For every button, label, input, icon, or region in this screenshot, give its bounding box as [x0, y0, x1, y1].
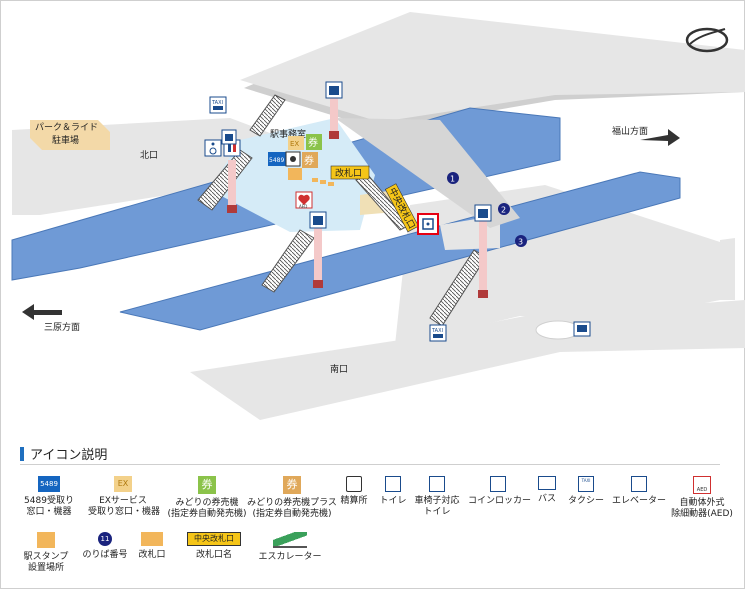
svg-text:3: 3: [518, 238, 523, 247]
jr-logo-icon: [685, 27, 729, 53]
south-exit-label: 南口: [330, 363, 348, 375]
fukuyama-label: 福山方面: [612, 125, 648, 137]
escalator-icon: [273, 532, 307, 548]
svg-text:5489: 5489: [269, 157, 284, 164]
platform-2-3: [119, 171, 681, 331]
bus-icon: [573, 321, 591, 337]
ticket-gate-icon: [141, 532, 163, 546]
fare-adjustment-icon: [346, 476, 362, 492]
elevator-base-2: [313, 280, 323, 288]
stairs-north-2: [249, 94, 286, 137]
svg-text:EX: EX: [290, 140, 299, 148]
roundabout: [535, 320, 581, 340]
elevator-icon: [474, 204, 492, 222]
parking-label: 駐車場: [52, 134, 79, 146]
ticket-office-5489-icon: 5489: [268, 152, 286, 166]
station-stamp-icon: [288, 168, 302, 180]
fare-adjustment-icon: [285, 151, 301, 167]
legend-item-bus: バス: [530, 476, 564, 505]
elevator-shaft-2: [314, 225, 322, 285]
legend-item-wheelchair-toilet: 車椅子対応 トイレ: [410, 476, 464, 518]
park-ride-lot: [30, 120, 110, 150]
legend-item-elevator: エレベーター: [610, 476, 668, 507]
svg-text:1: 1: [450, 175, 455, 184]
ticket-gate-label: 改札口: [335, 167, 362, 179]
svg-text:TAXI: TAXI: [211, 100, 223, 106]
legend-item-midori-plus: 券 みどりの券売機プラス (指定券自動発売機): [247, 476, 337, 519]
svg-text:券: 券: [308, 136, 318, 149]
elevator-icon: [309, 211, 327, 229]
elevator-base-3: [329, 131, 339, 139]
south-wing: [720, 238, 735, 300]
legend-title: アイコン説明: [30, 448, 108, 463]
legend-item-stamp: 駅スタンプ 設置場所: [16, 532, 76, 574]
north-exit-label: 北口: [140, 150, 158, 161]
legend-item-5489: 5489 5489受取り 窓口・機器: [14, 476, 84, 518]
wheelchair-toilet-icon: [429, 476, 445, 492]
midori-ticket-machine-plus-icon: 券: [302, 152, 318, 168]
coin-locker-icon[interactable]: [417, 213, 439, 235]
legend-item-ticket-gate: 改札口: [132, 532, 172, 561]
legend-item-gate-name: 中央改札口 改札口名: [182, 532, 246, 561]
park-ride-label: パーク＆ライド: [35, 122, 98, 133]
wheelchair-toilet-icon: [204, 139, 222, 157]
legend-item-midori: 券 みどりの券売機 (指定券自動発売機): [167, 476, 247, 519]
bus-icon: [538, 476, 556, 490]
legend-item-coin-locker: コインロッカー: [468, 476, 531, 507]
midori-ticket-machine-icon: 券: [198, 476, 216, 494]
platform-number-2: [498, 203, 510, 215]
upper-ramp: [335, 118, 520, 228]
gate-name-icon: 中央改札口: [187, 532, 241, 546]
svg-text:AED: AED: [299, 204, 307, 209]
legend-item-fare: 精算所: [334, 476, 374, 507]
elevator-base-1: [227, 205, 237, 213]
south-plaza: [190, 300, 745, 420]
svg-text:TAXI: TAXI: [431, 328, 443, 334]
platform-number-3: [515, 235, 527, 247]
elevator-icon: [325, 81, 343, 99]
stairs-north-1: [197, 149, 253, 211]
legend-item-platform-number: 11 のりば番号: [80, 532, 130, 561]
legend-item-ex: EX EXサービス 受取り窓口・機器: [88, 476, 160, 518]
taxi-icon: TAXI: [578, 476, 594, 492]
toilet-icon: [385, 476, 401, 492]
elevator-icon: [221, 129, 237, 145]
ex-service-icon: EX: [288, 136, 304, 150]
north-building: [240, 12, 745, 122]
elevator-shaft-3: [330, 98, 338, 136]
mihara-label: 三原方面: [44, 321, 80, 333]
legend-item-toilet: トイレ: [376, 476, 410, 507]
elevator-shaft-4: [479, 218, 487, 293]
aed-icon: AED: [295, 191, 313, 209]
taxi-icon: TAXI: [429, 324, 447, 342]
platform-number-icon: 11: [98, 532, 112, 546]
ex-service-icon: EX: [114, 476, 132, 492]
svg-text:2: 2: [501, 206, 506, 215]
legend-header: アイコン説明: [20, 444, 107, 463]
elevator-icon: [631, 476, 647, 492]
ticket-gate-sign: [330, 165, 370, 180]
ticket-gate-icon: [312, 178, 334, 186]
midori-ticket-machine-plus-icon: 券: [283, 476, 301, 494]
svg-text:券: 券: [304, 154, 314, 167]
mihara-arrow-icon: [22, 304, 62, 320]
legend-divider: [20, 464, 720, 465]
legend-item-taxi: TAXI タクシー: [567, 476, 604, 506]
coin-locker-icon: [490, 476, 506, 492]
station-stamp-icon: [37, 532, 55, 548]
legend-item-aed: AED 自動体外式 除細動器(AED): [668, 476, 736, 520]
fukuyama-arrow-icon: [640, 129, 680, 146]
midori-ticket-machine-icon: 券: [306, 134, 322, 150]
station-map: パーク＆ライド 駐車場 北口 南口 駅事務室 福山方面 三原方面 改札口 中央改…: [11, 12, 745, 420]
elevator-shaft-1: [228, 160, 236, 210]
legend-item-escalator: エスカレーター: [252, 532, 328, 563]
taxi-icon: TAXI: [209, 96, 227, 114]
aed-icon: AED: [693, 476, 711, 494]
elevator-base-4: [478, 290, 488, 298]
legend-accent-bar: [20, 446, 24, 461]
platform-number-1: [447, 172, 459, 184]
ticket-office-5489-icon: 5489: [38, 476, 60, 492]
